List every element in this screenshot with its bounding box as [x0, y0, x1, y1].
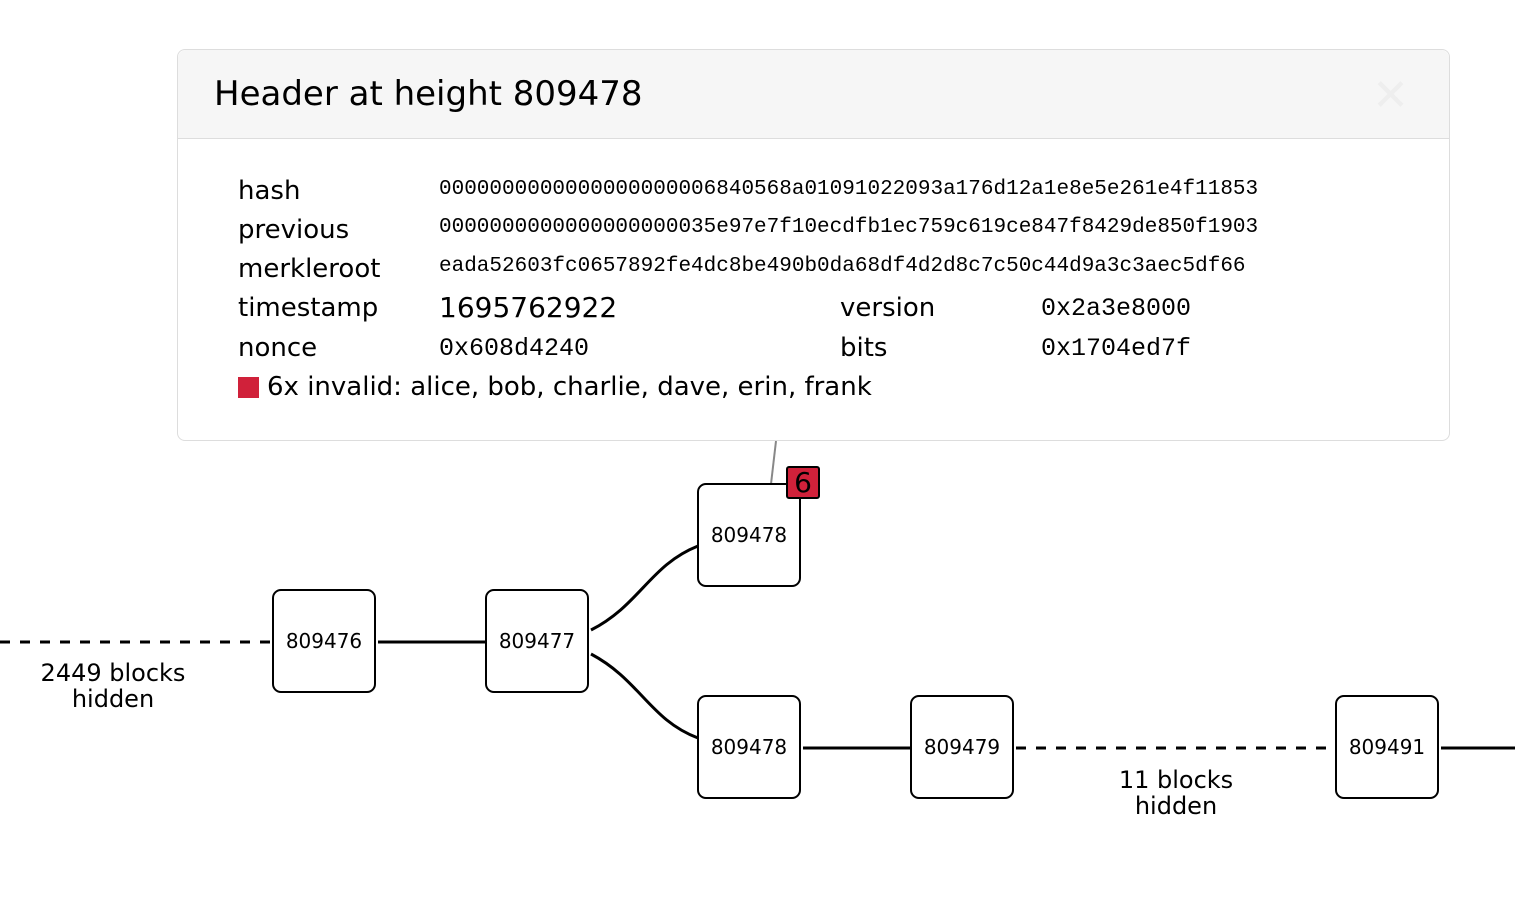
- version-value: 0x2a3e8000: [1041, 294, 1192, 323]
- merkleroot-value: eada52603fc0657892fe4dc8be490b0da68df4d2…: [439, 255, 1246, 278]
- invalid-status-text: 6x invalid: alice, bob, charlie, dave, e…: [267, 372, 872, 402]
- nonce-value: 0x608d4240: [439, 334, 590, 363]
- hash-label: hash: [238, 176, 301, 206]
- hidden-count: 2449 blocks: [40, 659, 186, 687]
- invalid-count-badge: 6: [786, 466, 820, 499]
- hidden-text: hidden: [1134, 792, 1218, 820]
- header-popup: Header at height 809478 ✕ hash 000000000…: [177, 49, 1450, 441]
- close-icon[interactable]: ✕: [1372, 70, 1409, 121]
- block-node[interactable]: 809491: [1335, 695, 1439, 799]
- popup-title: Header at height 809478: [214, 74, 643, 114]
- timestamp-value: 1695762922: [439, 291, 618, 324]
- popup-header: Header at height 809478 ✕: [178, 50, 1449, 139]
- hidden-count: 11 blocks: [1118, 766, 1234, 794]
- block-node-invalid[interactable]: 809478: [697, 483, 801, 587]
- block-node[interactable]: 809477: [485, 589, 589, 693]
- bits-label: bits: [840, 333, 888, 363]
- block-node[interactable]: 809478: [697, 695, 801, 799]
- block-node[interactable]: 809476: [272, 589, 376, 693]
- nonce-label: nonce: [238, 333, 318, 363]
- invalid-color-swatch: [238, 377, 259, 398]
- previous-value: 0000000000000000000035e97e7f10ecdfb1ec75…: [439, 216, 1259, 239]
- edge: [590, 544, 699, 632]
- bits-value: 0x1704ed7f: [1041, 334, 1192, 363]
- hidden-text: hidden: [71, 685, 155, 713]
- popup-connector: [770, 440, 777, 485]
- hash-value: 0000000000000000000006840568a01091022093…: [439, 178, 1259, 201]
- block-node[interactable]: 809479: [910, 695, 1014, 799]
- version-label: version: [840, 293, 936, 323]
- previous-label: previous: [238, 215, 350, 245]
- edge: [590, 652, 699, 740]
- merkleroot-label: merkleroot: [238, 254, 381, 284]
- timestamp-label: timestamp: [238, 293, 379, 323]
- invalid-status: 6x invalid: alice, bob, charlie, dave, e…: [238, 372, 872, 402]
